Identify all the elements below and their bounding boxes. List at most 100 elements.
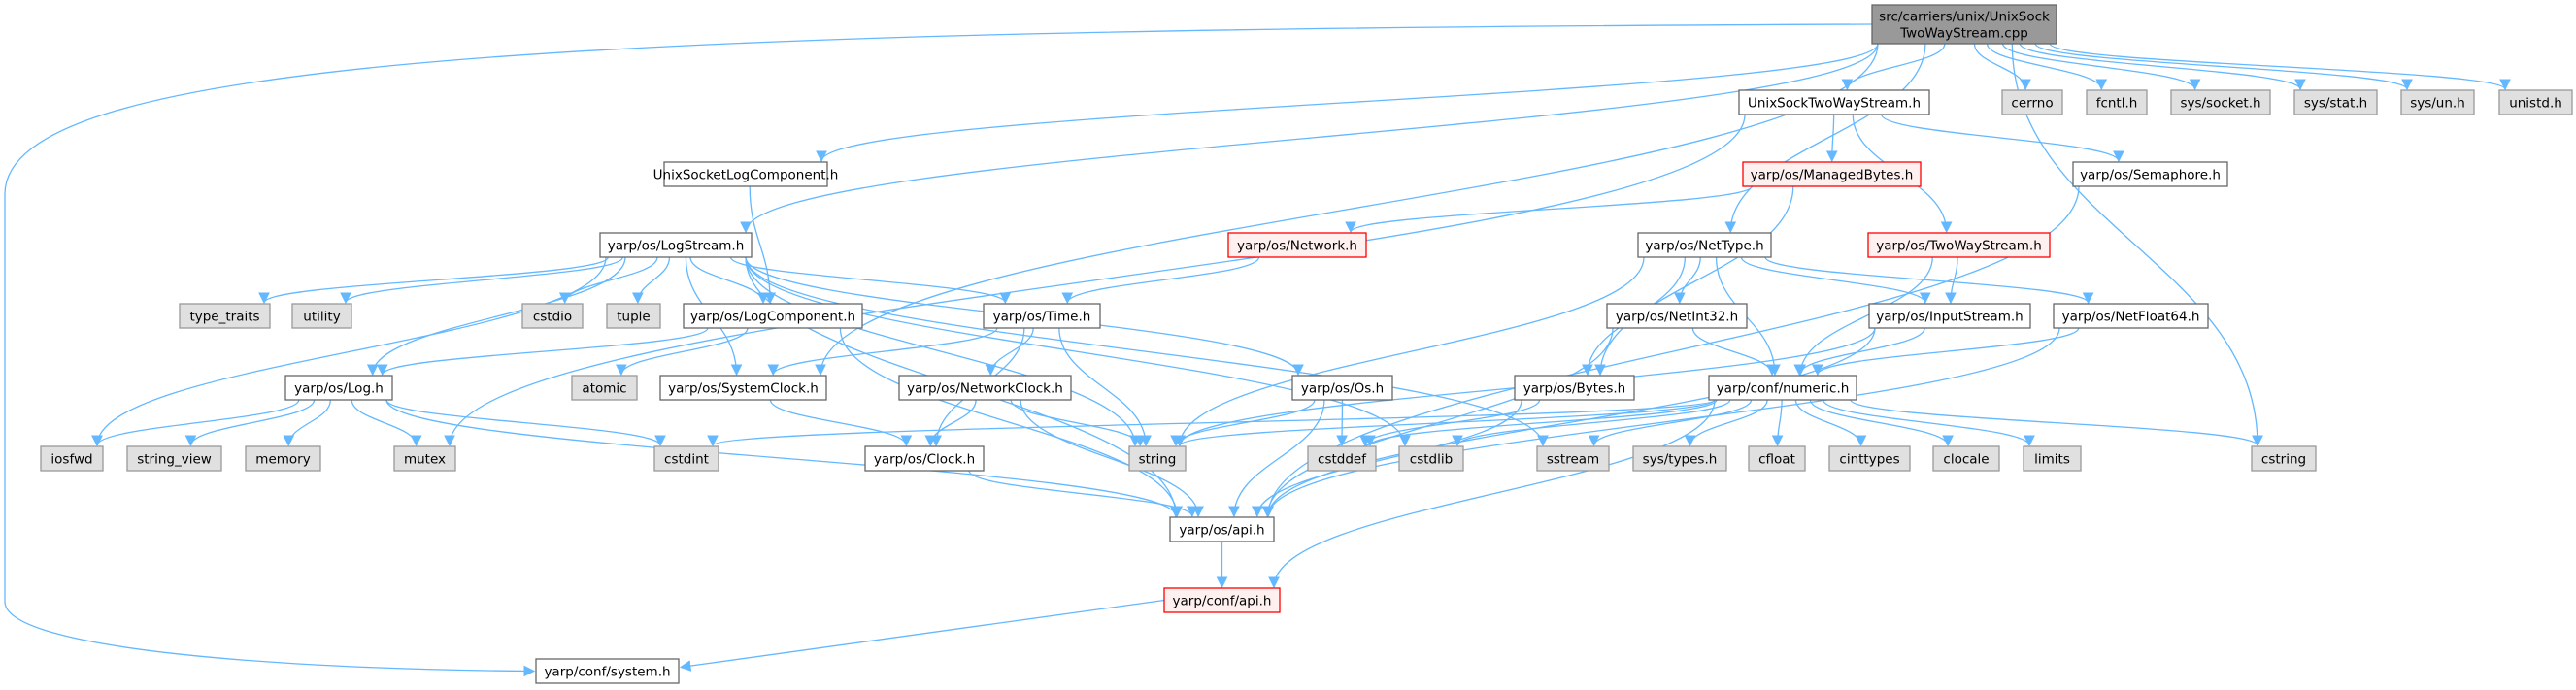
node-label: utility: [303, 310, 340, 325]
node-box: [126, 445, 222, 472]
node-box: [983, 303, 1101, 329]
node-fcntl: fcntl.h: [2086, 89, 2148, 115]
edge-networkclock-to-osapi: [1020, 399, 1204, 518]
node-box: [1606, 303, 1748, 329]
node-box: [393, 445, 456, 472]
node-networkclock[interactable]: yarp/os/NetworkClock.h: [898, 375, 1072, 401]
node-confapi[interactable]: yarp/conf/api.h: [1163, 587, 1281, 613]
node-label: UnixSocketLogComponent.h: [653, 168, 839, 183]
node-box: [40, 445, 104, 472]
node-nettype[interactable]: yarp/os/NetType.h: [1637, 232, 1772, 258]
edge-clock-to-osapi: [968, 470, 1198, 518]
node-root[interactable]: src/carriers/unix/UnixSockTwoWayStream.c…: [1871, 4, 2057, 45]
edge-logstream-to-tuple: [632, 256, 671, 305]
node-box: [1828, 445, 1911, 472]
node-tuple: tuple: [606, 303, 661, 329]
node-label: src/carriers/unix/UnixSock: [1879, 10, 2050, 25]
node-label: yarp/conf/system.h: [544, 665, 670, 680]
node-semaphore[interactable]: yarp/os/Semaphore.h: [2072, 161, 2228, 187]
node-numeric[interactable]: yarp/conf/numeric.h: [1708, 375, 1857, 401]
node-label: yarp/os/Time.h: [993, 310, 1091, 325]
node-system[interactable]: yarp/conf/system.h: [535, 658, 680, 684]
node-label: sys/un.h: [2410, 96, 2465, 112]
node-label: cstdio: [533, 310, 572, 325]
edge-numeric-to-cstddef: [1364, 399, 1718, 447]
node-osapi[interactable]: yarp/os/api.h: [1169, 516, 1275, 542]
node-box: [1738, 89, 1930, 115]
edge-numeric-to-systypes: [1684, 399, 1768, 447]
edge-time-to-systemclock: [767, 327, 998, 377]
node-label: cstdlib: [1410, 452, 1453, 468]
edge-root-to-socket: [2001, 43, 2201, 91]
node-box: [2400, 89, 2475, 115]
node-box: [1867, 232, 2051, 258]
node-box: [1868, 303, 2031, 329]
node-box: [1708, 375, 1857, 401]
edge-log-to-memory: [283, 399, 332, 447]
node-label: sys/stat.h: [2304, 96, 2367, 112]
node-label: TwoWayStream.cpp: [1899, 26, 2028, 42]
node-os[interactable]: yarp/os/Os.h: [1291, 375, 1393, 401]
node-limits: limits: [2023, 445, 2082, 472]
node-box: [179, 303, 271, 329]
node-label: yarp/os/api.h: [1179, 523, 1264, 539]
node-string: string: [1128, 445, 1187, 472]
node-label: cinttypes: [1839, 452, 1899, 468]
edge-logstream-to-cstdlib: [745, 256, 1411, 447]
edge-numeric-to-cstdint: [707, 399, 1716, 447]
node-box: [1536, 445, 1610, 472]
node-box: [1632, 445, 1727, 472]
node-box: [2001, 89, 2063, 115]
edge-root-to-stat: [2019, 43, 2306, 91]
node-logstream[interactable]: yarp/os/LogStream.h: [599, 232, 753, 258]
edge-logcomp-to-osapi: [839, 327, 1184, 518]
node-twoway[interactable]: yarp/os/TwoWayStream.h: [1867, 232, 2051, 258]
node-usts[interactable]: UnixSockTwoWayStream.h: [1738, 89, 1930, 115]
edge-networkclock-to-string: [1010, 399, 1147, 447]
node-label: yarp/os/NetInt32.h: [1616, 310, 1738, 325]
node-box: [1637, 232, 1772, 258]
node-box: [1514, 375, 1635, 401]
node-label: iosfwd: [50, 452, 92, 468]
node-uslc[interactable]: UnixSocketLogComponent.h: [653, 161, 839, 187]
node-label: limits: [2034, 452, 2070, 468]
node-network[interactable]: yarp/os/Network.h: [1227, 232, 1367, 258]
edge-logstream-to-iosfwd: [91, 256, 607, 447]
node-label: yarp/os/Os.h: [1301, 381, 1384, 397]
edge-logstream-to-sstream: [745, 256, 1549, 447]
node-cstring: cstring: [2251, 445, 2317, 472]
edge-root-to-nettype: [1724, 43, 1926, 234]
node-label: yarp/os/SystemClock.h: [668, 381, 819, 397]
edge-twoway-to-numeric: [1794, 256, 1933, 377]
node-label: yarp/os/NetType.h: [1645, 239, 1763, 254]
node-managed[interactable]: yarp/os/ManagedBytes.h: [1742, 161, 1922, 187]
edge-root-to-system: [4, 23, 1873, 677]
node-log[interactable]: yarp/os/Log.h: [284, 375, 393, 401]
node-label: yarp/os/Log.h: [294, 381, 384, 397]
node-logcomp[interactable]: yarp/os/LogComponent.h: [683, 303, 863, 329]
edge-logstream-to-time: [729, 256, 1012, 305]
node-box: [2251, 445, 2317, 472]
node-netint32[interactable]: yarp/os/NetInt32.h: [1606, 303, 1748, 329]
edge-logstream-to-type_traits: [258, 256, 609, 305]
node-label: yarp/os/InputStream.h: [1876, 310, 2023, 325]
edge-netfloat64-to-numeric: [1812, 327, 2080, 377]
node-type_traits: type_traits: [179, 303, 271, 329]
node-netfloat64[interactable]: yarp/os/NetFloat64.h: [2053, 303, 2209, 329]
edge-numeric-to-limits: [1822, 399, 2035, 447]
node-clock[interactable]: yarp/os/Clock.h: [864, 445, 985, 472]
node-systemclock[interactable]: yarp/os/SystemClock.h: [659, 375, 827, 401]
edge-log-to-cstdint: [385, 399, 666, 447]
edge-root-to-cerrno: [1973, 43, 2031, 91]
node-time[interactable]: yarp/os/Time.h: [983, 303, 1101, 329]
node-inputstream[interactable]: yarp/os/InputStream.h: [1868, 303, 2031, 329]
node-box: [1291, 375, 1393, 401]
edge-log-to-osapi: [385, 399, 1182, 518]
node-bytes[interactable]: yarp/os/Bytes.h: [1514, 375, 1635, 401]
edge-numeric-to-cinttypes: [1794, 399, 1867, 447]
node-cstdint: cstdint: [653, 445, 719, 472]
node-box: [864, 445, 985, 472]
node-layer: src/carriers/unix/UnixSockTwoWayStream.c…: [40, 4, 2573, 684]
node-box: [284, 375, 393, 401]
